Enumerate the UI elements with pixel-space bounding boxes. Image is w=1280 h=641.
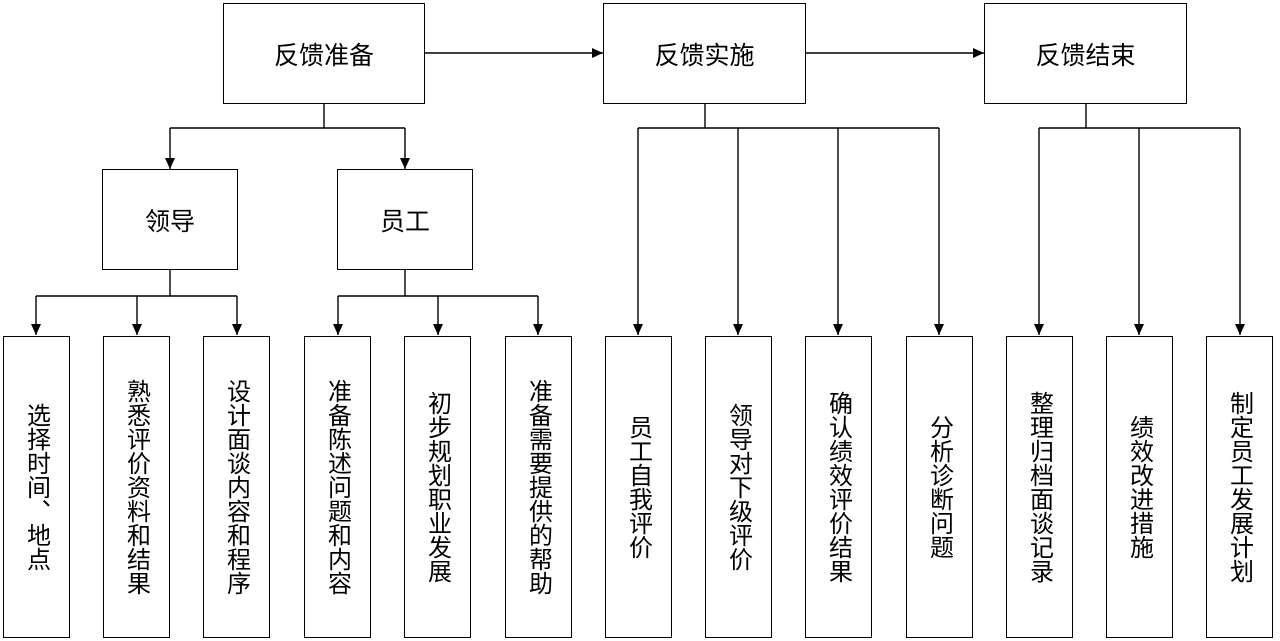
task-label: 设计面谈内容和程序 bbox=[222, 379, 251, 595]
group-label: 员工 bbox=[379, 206, 430, 236]
task-label: 员工自我评价 bbox=[624, 415, 653, 559]
task-box: 确认绩效评价结果 bbox=[805, 336, 872, 638]
phase-feedback-implementation: 反馈实施 bbox=[603, 3, 806, 104]
task-label: 熟悉评价资料和结果 bbox=[122, 379, 151, 595]
task-box: 员工自我评价 bbox=[605, 336, 672, 638]
task-box: 准备陈述问题和内容 bbox=[304, 336, 371, 638]
task-label: 确认绩效评价结果 bbox=[824, 391, 853, 583]
task-box: 选择时间、地点 bbox=[3, 336, 70, 638]
task-box: 设计面谈内容和程序 bbox=[203, 336, 270, 638]
group-label: 领导 bbox=[144, 206, 195, 236]
task-box: 整理归档面谈记录 bbox=[1006, 336, 1073, 638]
task-label: 选择时间、地点 bbox=[22, 403, 51, 571]
task-label: 制定员工发展计划 bbox=[1225, 391, 1254, 583]
phase-label: 反馈实施 bbox=[654, 40, 755, 70]
task-label: 准备陈述问题和内容 bbox=[323, 379, 352, 595]
task-box: 熟悉评价资料和结果 bbox=[103, 336, 170, 638]
task-label: 初步规划职业发展 bbox=[423, 391, 452, 583]
task-label: 准备需要提供的帮助 bbox=[524, 379, 553, 595]
phase-label: 反馈准备 bbox=[273, 40, 374, 70]
phase-feedback-preparation: 反馈准备 bbox=[223, 3, 425, 104]
task-label: 分析诊断问题 bbox=[925, 415, 954, 559]
group-employee: 员工 bbox=[337, 169, 473, 270]
task-label: 整理归档面谈记录 bbox=[1025, 391, 1054, 583]
task-box: 分析诊断问题 bbox=[906, 336, 973, 638]
phase-label: 反馈结束 bbox=[1035, 40, 1136, 70]
task-label: 领导对下级评价 bbox=[724, 403, 753, 571]
task-box: 制定员工发展计划 bbox=[1206, 336, 1273, 638]
phase-feedback-end: 反馈结束 bbox=[984, 3, 1187, 104]
task-box: 准备需要提供的帮助 bbox=[505, 336, 572, 638]
group-leader: 领导 bbox=[102, 169, 238, 270]
task-box: 初步规划职业发展 bbox=[404, 336, 471, 638]
task-box: 绩效改进措施 bbox=[1106, 336, 1173, 638]
task-label: 绩效改进措施 bbox=[1125, 415, 1154, 559]
task-box: 领导对下级评价 bbox=[705, 336, 772, 638]
